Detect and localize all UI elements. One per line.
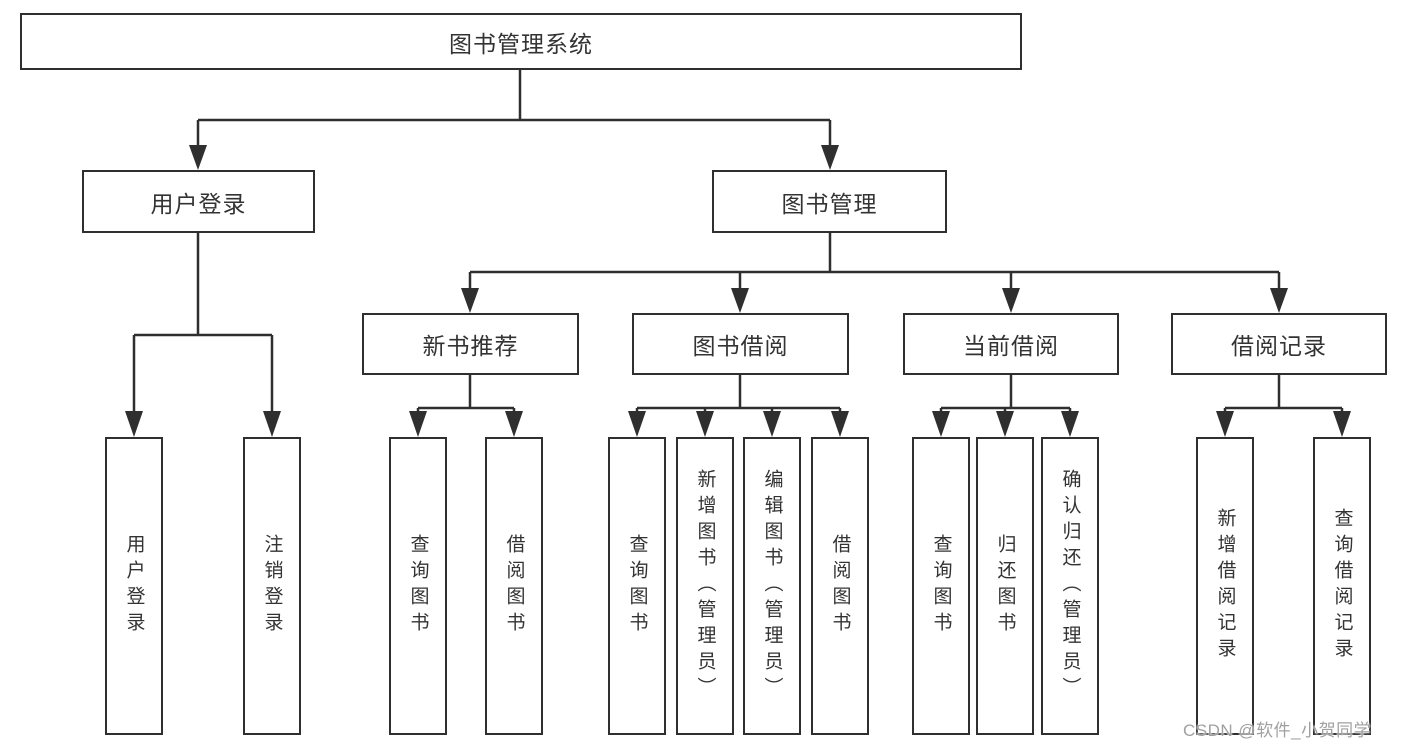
node-library-management-system: 图书管理系统: [20, 13, 1022, 70]
node-label: 查询借阅记录: [1331, 508, 1353, 664]
arrow-down-icon: [1061, 411, 1079, 437]
node-label: 查询图书: [626, 534, 648, 638]
node-book-management: 图书管理: [712, 170, 947, 233]
node-leaf-logout: 注销登录: [243, 437, 301, 735]
node-label: 借阅图书: [503, 534, 525, 638]
arrow-down-icon: [1002, 288, 1020, 313]
node-label: 新增图书（管理员）: [694, 469, 716, 703]
node-leaf-add-books-admin: 新增图书（管理员）: [676, 437, 734, 735]
node-label: 新增借阅记录: [1214, 508, 1236, 664]
node-label: 归还图书: [994, 534, 1016, 638]
arrow-down-icon: [831, 411, 849, 437]
arrow-down-icon: [1216, 411, 1234, 437]
arrow-down-icon: [1333, 411, 1351, 437]
arrow-down-icon: [628, 411, 646, 437]
arrow-down-icon: [1270, 288, 1288, 313]
arrow-down-icon: [409, 411, 427, 437]
node-new-book-recommendation: 新书推荐: [362, 313, 579, 375]
arrow-down-icon: [763, 411, 781, 437]
arrow-down-icon: [461, 288, 479, 313]
node-leaf-return-books: 归还图书: [976, 437, 1034, 735]
node-leaf-borrow-books-recommendation: 借阅图书: [485, 437, 543, 735]
arrow-down-icon: [263, 411, 281, 437]
arrow-down-icon: [696, 411, 714, 437]
arrow-down-icon: [125, 411, 143, 437]
arrow-down-icon: [505, 411, 523, 437]
node-book-borrowing: 图书借阅: [632, 313, 849, 375]
node-label: 编辑图书（管理员）: [761, 469, 783, 703]
node-leaf-query-borrow-record: 查询借阅记录: [1313, 437, 1371, 735]
node-leaf-query-books-current: 查询图书: [912, 437, 970, 735]
arrow-down-icon: [189, 145, 207, 170]
node-leaf-add-borrow-record: 新增借阅记录: [1196, 437, 1254, 735]
node-leaf-edit-books-admin: 编辑图书（管理员）: [743, 437, 801, 735]
node-current-borrowing: 当前借阅: [903, 313, 1119, 375]
node-leaf-confirm-return-admin: 确认归还（管理员）: [1041, 437, 1099, 735]
arrow-down-icon: [821, 145, 839, 170]
node-label: 查询图书: [407, 534, 429, 638]
node-leaf-borrow-books: 借阅图书: [811, 437, 869, 735]
arrow-down-icon: [932, 411, 950, 437]
node-leaf-user-login: 用户登录: [105, 437, 163, 735]
node-leaf-query-books-recommendation: 查询图书: [389, 437, 447, 735]
arrow-down-icon: [996, 411, 1014, 437]
node-label: 用户登录: [123, 534, 145, 638]
node-label: 借阅图书: [829, 534, 851, 638]
arrow-down-icon: [731, 288, 749, 313]
node-leaf-query-books-borrowing: 查询图书: [608, 437, 666, 735]
node-borrowing-records: 借阅记录: [1171, 313, 1387, 375]
node-label: 确认归还（管理员）: [1059, 469, 1081, 703]
node-label: 注销登录: [261, 534, 283, 638]
node-label: 查询图书: [930, 534, 952, 638]
node-user-login: 用户登录: [82, 170, 315, 233]
watermark-csdn: CSDN @软件_小贺同学: [1183, 721, 1372, 740]
